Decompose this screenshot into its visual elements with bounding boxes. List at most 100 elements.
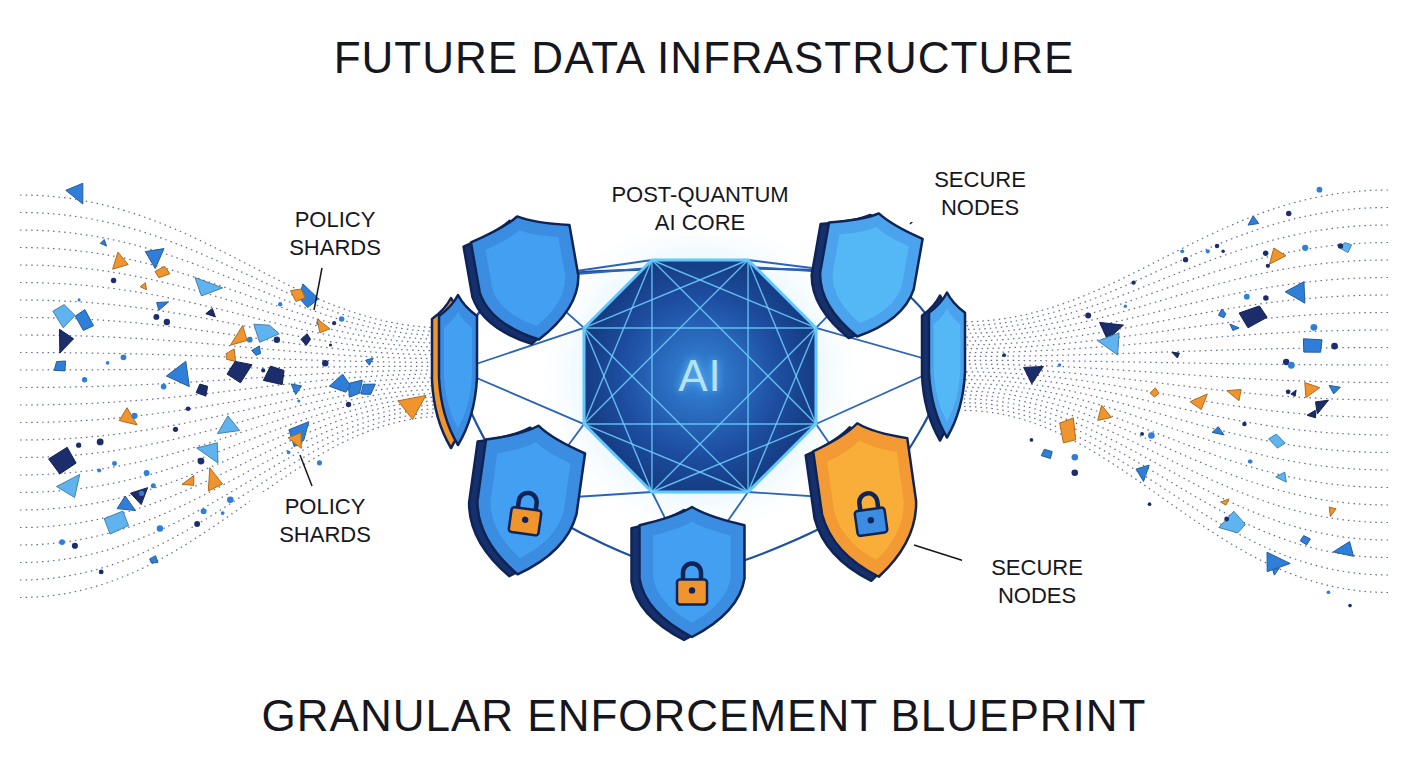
network-line	[748, 260, 816, 424]
data-stream-line	[20, 412, 445, 580]
data-dot	[1263, 250, 1268, 255]
callout-box: SECURE NODES	[962, 553, 1112, 610]
shield-highlight	[934, 308, 961, 421]
policy-shard	[1303, 339, 1322, 352]
policy-shard	[75, 310, 93, 331]
data-stream-line	[962, 395, 1388, 523]
policy-shard	[1270, 248, 1287, 264]
policy-shard	[1329, 385, 1340, 394]
policy-shard	[1307, 410, 1316, 418]
data-dot	[346, 402, 351, 407]
secure-node-shield	[802, 204, 926, 348]
data-dot	[78, 298, 81, 301]
data-dot	[1180, 249, 1184, 253]
data-dot	[186, 406, 191, 411]
network-line	[747, 260, 748, 492]
data-dot	[339, 316, 344, 321]
data-dot	[329, 343, 332, 346]
policy-shard	[291, 384, 301, 395]
policy-shard	[301, 334, 311, 346]
data-dot	[164, 319, 170, 325]
policy-shard	[1098, 405, 1112, 420]
policy-shard	[1212, 427, 1224, 435]
lock-keyhole	[522, 516, 529, 523]
data-dot	[1183, 257, 1188, 262]
policy-shard	[1239, 306, 1267, 328]
data-dot	[1286, 211, 1291, 216]
policy-shard	[226, 349, 236, 362]
data-dot	[173, 427, 178, 432]
lock-body	[677, 579, 707, 604]
policy-shard	[1136, 465, 1149, 481]
callout-label: SECURE NODES	[962, 553, 1112, 610]
data-dot	[332, 321, 336, 325]
data-stream-line	[962, 387, 1388, 487]
policy-shard	[150, 556, 158, 563]
policy-shard	[1219, 309, 1226, 318]
data-stream-line	[962, 295, 1388, 345]
policy-shard	[1333, 542, 1353, 557]
policy-shard	[1060, 418, 1076, 443]
data-stream-line	[20, 389, 445, 475]
data-dot	[1331, 343, 1338, 350]
data-dot	[157, 525, 164, 532]
policy-shard	[1291, 390, 1296, 396]
policy-shard	[49, 447, 77, 474]
heading-band: GRANULAR ENFORCEMENT BLUEPRINT	[0, 690, 1408, 743]
network-line	[584, 424, 748, 492]
ai-core-octagon: POST-QUANTUM AI COREAI	[584, 260, 816, 492]
policy-shard	[254, 324, 279, 342]
policy-shard	[1230, 324, 1239, 331]
policy-shard	[361, 384, 375, 394]
data-stream-line	[20, 382, 445, 440]
policy-shard	[1276, 472, 1287, 482]
data-dot	[153, 314, 159, 320]
data-stream-line	[20, 409, 445, 563]
network-line	[584, 423, 816, 424]
data-dot	[1148, 432, 1155, 439]
data-stream-line	[962, 243, 1388, 334]
policy-shard	[119, 408, 137, 425]
diagram-caption: GRANULAR ENFORCEMENT BLUEPRINT	[262, 690, 1147, 743]
data-dot	[1140, 432, 1144, 436]
policy-shard	[57, 474, 80, 497]
data-dot	[278, 302, 282, 306]
data-stream-line	[20, 386, 445, 458]
secure-node-shield	[922, 293, 965, 441]
policy-shard	[1300, 536, 1310, 545]
data-dot	[82, 377, 87, 382]
data-stream-line	[962, 313, 1388, 349]
policy-shard	[54, 361, 65, 371]
policy-shard	[60, 329, 74, 353]
lock-body	[508, 507, 541, 536]
octagon-body	[584, 260, 816, 492]
data-dot	[261, 368, 265, 372]
policy-shard	[140, 283, 146, 290]
data-stream-line	[20, 416, 445, 597]
leader-line	[300, 455, 312, 486]
shield-highlight	[483, 437, 573, 563]
callout-box: SECURE NODES	[905, 165, 1055, 222]
core-heading-box: POST-QUANTUM AI CORE	[600, 181, 800, 260]
data-dot	[1224, 517, 1229, 522]
network-line	[584, 327, 816, 328]
data-dot	[1215, 244, 1219, 248]
leader-line	[314, 268, 322, 310]
lock-body	[854, 507, 887, 536]
policy-shard	[104, 511, 128, 534]
data-dot	[151, 483, 156, 488]
secure-node-shield	[432, 295, 477, 448]
policy-shard	[291, 289, 306, 301]
data-dot	[1244, 294, 1250, 300]
lock-icon	[677, 563, 707, 604]
data-dot	[201, 508, 207, 514]
data-stream-line	[962, 360, 1388, 365]
network-line	[651, 260, 652, 492]
data-dot	[1058, 363, 1062, 367]
policy-shard	[206, 309, 216, 317]
data-dot	[297, 399, 300, 402]
policy-shard	[131, 488, 148, 505]
data-stream-line	[20, 393, 445, 492]
data-stream-line	[20, 378, 445, 423]
secure-node-shield	[632, 507, 745, 640]
